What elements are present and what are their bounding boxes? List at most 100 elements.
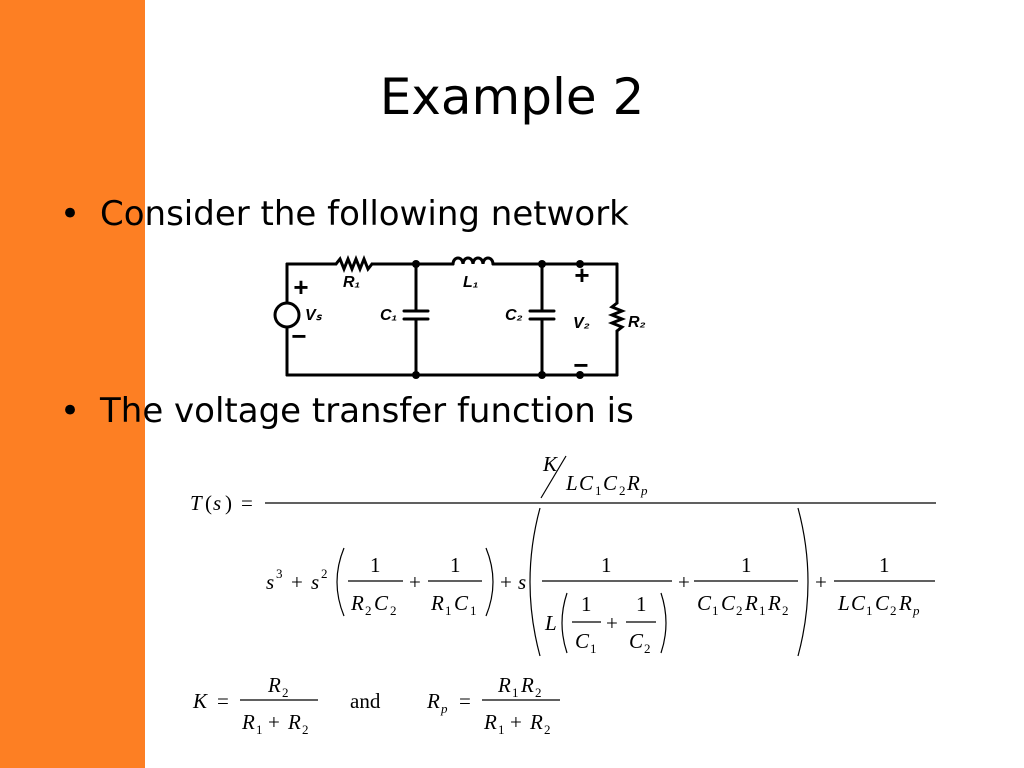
label-v2: V₂ bbox=[573, 315, 590, 332]
eq-L: L bbox=[544, 611, 557, 635]
orange-sidebar bbox=[0, 0, 145, 768]
eq-C: C bbox=[454, 591, 469, 615]
resistor-r2 bbox=[607, 301, 627, 333]
eq-R: R bbox=[626, 471, 640, 495]
eq-s: s bbox=[213, 491, 221, 515]
eq-R: R bbox=[529, 710, 543, 734]
eq-sub: 2 bbox=[282, 685, 289, 700]
eq-one: 1 bbox=[450, 553, 461, 577]
eq-R: R bbox=[430, 591, 444, 615]
voltage-source bbox=[273, 301, 301, 329]
eq-equals: = bbox=[217, 689, 229, 713]
eq-equals: = bbox=[241, 491, 253, 515]
paren-right-large bbox=[797, 507, 809, 657]
eq-sub: 2 bbox=[736, 603, 743, 618]
inductor-l1 bbox=[451, 256, 495, 266]
terminal-dot bbox=[576, 371, 584, 379]
eq-sub: 1 bbox=[866, 603, 873, 618]
eq-one: 1 bbox=[879, 553, 890, 577]
eq-R: R bbox=[744, 591, 758, 615]
eq-sub: 1 bbox=[759, 603, 766, 618]
eq-sub: p bbox=[912, 603, 920, 618]
eq-L: L bbox=[565, 471, 578, 495]
eq-R: R bbox=[241, 710, 255, 734]
eq-sub: 2 bbox=[535, 685, 542, 700]
eq-sub: 1 bbox=[470, 603, 477, 618]
eq-sub: 1 bbox=[590, 641, 597, 656]
node-dot bbox=[412, 371, 420, 379]
eq-one: 1 bbox=[636, 592, 647, 616]
eq-s: s bbox=[266, 570, 274, 594]
source-minus-sign: − bbox=[291, 321, 306, 351]
eq-C: C bbox=[721, 591, 736, 615]
eq-one: 1 bbox=[370, 553, 381, 577]
eq-sub: 2 bbox=[544, 722, 551, 737]
bullet-transfer-function: • The voltage transfer function is bbox=[60, 389, 634, 433]
eq-plus: + bbox=[510, 710, 522, 734]
eq-C: C bbox=[851, 591, 866, 615]
bullet-marker: • bbox=[60, 391, 81, 431]
eq-paren: ( bbox=[205, 491, 212, 515]
paren-right-inner bbox=[660, 592, 667, 654]
source-plus-sign: + bbox=[293, 272, 308, 302]
paren-left-inner bbox=[561, 592, 568, 654]
eq-sub: 2 bbox=[890, 603, 897, 618]
eq-sup: 3 bbox=[276, 566, 283, 581]
node-dot bbox=[538, 260, 546, 268]
eq-plus: + bbox=[606, 611, 618, 635]
eq-sub: 1 bbox=[256, 722, 263, 737]
eq-C: C bbox=[374, 591, 389, 615]
eq-one: 1 bbox=[741, 553, 752, 577]
eq-R: R bbox=[483, 710, 497, 734]
output-minus-sign: − bbox=[573, 350, 588, 380]
terminal-dot bbox=[576, 260, 584, 268]
eq-and: and bbox=[350, 689, 381, 713]
bullet-text: The voltage transfer function is bbox=[100, 391, 634, 431]
eq-R: R bbox=[898, 591, 912, 615]
eq-K: K bbox=[192, 689, 208, 713]
eq-sub: 2 bbox=[644, 641, 651, 656]
eq-sub: 1 bbox=[595, 483, 602, 498]
eq-R: R bbox=[767, 591, 781, 615]
eq-plus: + bbox=[678, 570, 690, 594]
eq-C: C bbox=[579, 471, 594, 495]
eq-sub: 1 bbox=[498, 722, 505, 737]
eq-R: R bbox=[520, 673, 534, 697]
bullet-marker: • bbox=[60, 194, 81, 234]
eq-one: 1 bbox=[581, 592, 592, 616]
node-dot bbox=[412, 260, 420, 268]
eq-R: R bbox=[287, 710, 301, 734]
label-l1: L₁ bbox=[463, 274, 478, 291]
label-c2: C₂ bbox=[505, 307, 523, 324]
eq-T: T bbox=[190, 491, 203, 515]
bullet-consider-network: •Consider the following network bbox=[60, 192, 629, 236]
eq-plus: + bbox=[500, 570, 512, 594]
node-dot bbox=[538, 371, 546, 379]
resistor-r1 bbox=[334, 254, 374, 274]
eq-sub: p bbox=[640, 483, 648, 498]
eq-C: C bbox=[629, 629, 644, 653]
slash-line bbox=[540, 455, 567, 499]
eq-C: C bbox=[875, 591, 890, 615]
eq-R: R bbox=[350, 591, 364, 615]
eq-C: C bbox=[697, 591, 712, 615]
eq-sub: 1 bbox=[445, 603, 452, 618]
eq-sub: 2 bbox=[365, 603, 372, 618]
eq-one: 1 bbox=[601, 553, 612, 577]
label-vs: Vₛ bbox=[305, 307, 323, 324]
eq-plus: + bbox=[815, 570, 827, 594]
eq-R: R bbox=[267, 673, 281, 697]
eq-K: K bbox=[542, 452, 558, 476]
output-plus-sign: + bbox=[574, 260, 589, 290]
paren-right bbox=[485, 547, 494, 617]
eq-R: R bbox=[497, 673, 511, 697]
eq-sub: p bbox=[440, 701, 448, 716]
eq-s: s bbox=[518, 570, 526, 594]
eq-sub: 2 bbox=[390, 603, 397, 618]
eq-sub: 2 bbox=[302, 722, 309, 737]
eq-sub: 1 bbox=[512, 685, 519, 700]
eq-R: R bbox=[426, 689, 440, 713]
slide-title: Example 2 bbox=[379, 68, 645, 126]
